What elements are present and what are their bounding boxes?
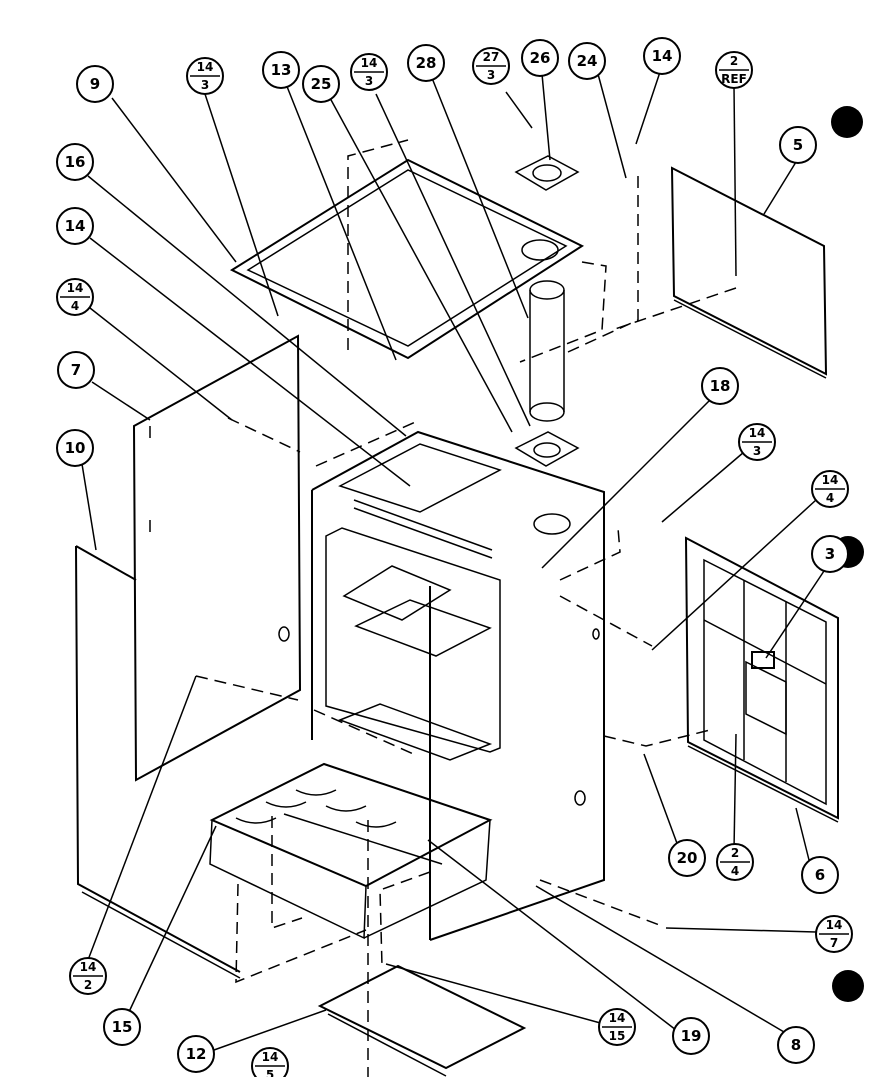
callout-9: 9 [76,65,114,103]
callout-16: 16 [56,143,94,181]
callout-14: 14 [643,37,681,75]
back-panel [75,545,241,979]
svg-text:10: 10 [65,439,86,457]
svg-text:8: 8 [791,1036,801,1054]
callout-14-7: 147 [815,915,853,953]
svg-text:2: 2 [731,846,739,860]
flue-pipe [514,155,580,467]
svg-text:3: 3 [487,68,495,82]
svg-text:14: 14 [749,426,766,440]
svg-text:20: 20 [677,849,698,867]
callout-27-3: 273 [472,47,510,85]
svg-text:3: 3 [201,78,209,92]
svg-text:13: 13 [271,61,292,79]
svg-text:15: 15 [609,1029,626,1043]
callout-14-3: 143 [186,57,224,95]
callout-18: 18 [701,367,739,405]
svg-text:27: 27 [483,50,500,64]
callout-19: 19 [672,1017,710,1055]
callout-8: 8 [777,1026,815,1064]
svg-text:4: 4 [731,864,739,878]
svg-text:25: 25 [311,75,332,93]
top-panel [229,158,585,360]
callout-12: 12 [177,1035,215,1073]
svg-text:14: 14 [822,473,839,487]
svg-text:28: 28 [416,54,437,72]
callout-14-5: 145 [251,1047,289,1077]
callout-14-3: 143 [350,53,388,91]
registration-mark [831,106,863,138]
svg-text:14: 14 [609,1011,626,1025]
svg-text:14: 14 [826,918,843,932]
registration-mark [832,970,864,1002]
callout-10: 10 [56,429,94,467]
svg-text:3: 3 [825,545,835,563]
svg-text:3: 3 [753,444,761,458]
svg-text:24: 24 [577,52,598,70]
svg-text:4: 4 [71,299,79,313]
callout-6: 6 [801,856,839,894]
callout-14-4: 144 [56,278,94,316]
callout-25: 25 [302,65,340,103]
svg-text:15: 15 [112,1018,133,1036]
svg-text:14: 14 [361,56,378,70]
svg-text:5: 5 [266,1068,274,1077]
right-side-panel [670,166,828,379]
svg-text:2: 2 [84,978,92,992]
callout-5: 5 [779,126,817,164]
door-panel [684,536,839,823]
svg-text:14: 14 [80,960,97,974]
base-panel [317,964,527,1077]
svg-text:16: 16 [65,153,86,171]
svg-text:12: 12 [186,1045,207,1063]
svg-text:3: 3 [365,74,373,88]
callout-15: 15 [103,1008,141,1046]
callout-26: 26 [521,39,559,77]
svg-text:14: 14 [67,281,84,295]
bottom-drain-pan [209,762,493,940]
svg-text:9: 9 [90,75,100,93]
callout-14-4: 144 [811,470,849,508]
svg-text:7: 7 [830,936,838,950]
svg-text:14: 14 [65,217,86,235]
callout-7: 7 [57,351,95,389]
svg-text:18: 18 [710,377,731,395]
callout-20: 20 [668,839,706,877]
furnace-cabinet [311,430,605,941]
callout-14-3: 143 [738,423,776,461]
svg-text:14: 14 [197,60,214,74]
callout-24: 24 [568,42,606,80]
leader-lines [81,71,827,1051]
callout-28: 28 [407,44,445,82]
svg-text:6: 6 [815,866,825,884]
callout-3: 3 [811,535,849,573]
callout-2-4: 24 [716,843,754,881]
svg-text:4: 4 [826,491,834,505]
callout-13: 13 [262,51,300,89]
assembly-lines [195,139,737,1077]
svg-text:5: 5 [793,136,803,154]
svg-text:26: 26 [530,49,551,67]
svg-text:19: 19 [681,1027,702,1045]
svg-text:2: 2 [730,54,738,68]
callout-14-2: 142 [69,957,107,995]
svg-text:14: 14 [652,47,673,65]
left-side-panel [132,334,302,782]
svg-text:REF: REF [721,72,747,86]
callout-14: 14 [56,207,94,245]
svg-text:7: 7 [71,361,81,379]
svg-text:14: 14 [262,1050,279,1064]
